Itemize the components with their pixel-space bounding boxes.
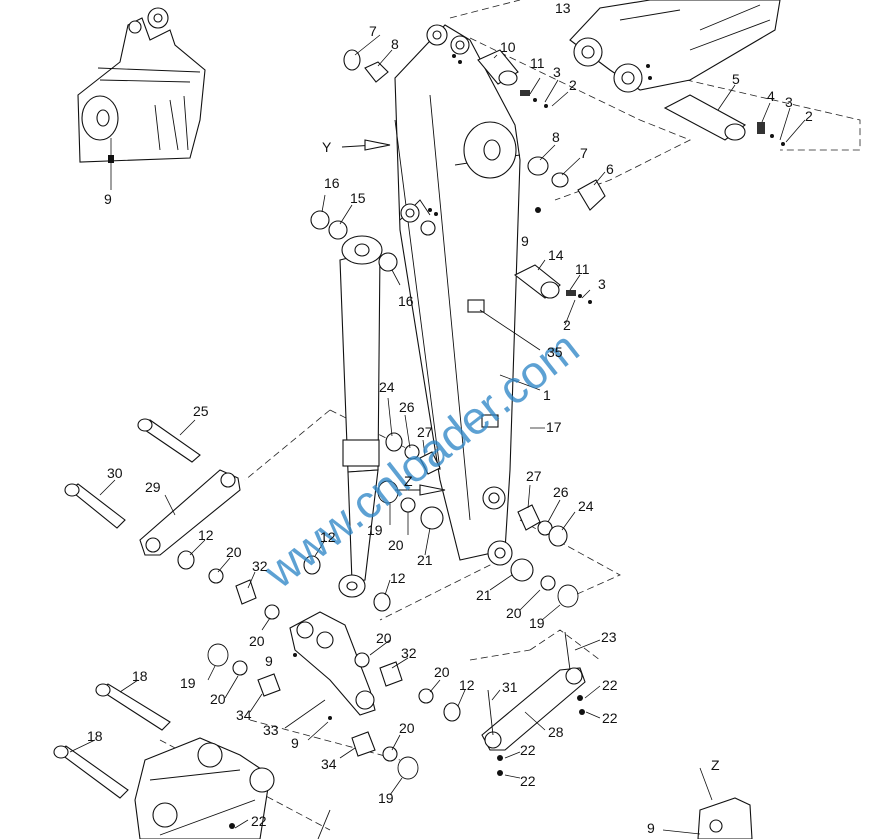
label-5: 5 <box>732 71 740 87</box>
label-14: 14 <box>548 247 564 263</box>
label-11-top: 11 <box>530 55 545 71</box>
label-9-lower: 9 <box>291 735 299 751</box>
label-32-mid: 32 <box>401 645 417 661</box>
label-12-mid: 12 <box>390 570 406 586</box>
detail-view-y <box>77 7 206 190</box>
label-9-detail: 9 <box>104 191 112 207</box>
label-2-mid: 2 <box>563 317 571 333</box>
label-20-low: 20 <box>434 664 450 680</box>
label-3-right: 3 <box>785 94 793 110</box>
label-20-mid: 20 <box>249 633 265 649</box>
label-24-left: 24 <box>379 379 395 395</box>
label-9-z: 9 <box>647 820 655 836</box>
label-35: 35 <box>547 344 563 360</box>
label-10: 10 <box>500 39 516 55</box>
label-19-left: 19 <box>367 522 383 538</box>
label-8-mid: 8 <box>552 129 560 145</box>
label-Y: Y <box>322 139 332 155</box>
label-20-33: 20 <box>376 630 392 646</box>
label-29: 29 <box>145 479 161 495</box>
label-4: 4 <box>767 88 775 104</box>
label-27-right: 27 <box>526 468 542 484</box>
label-34-top: 34 <box>236 707 252 723</box>
leader-lines <box>69 34 806 829</box>
label-20-link: 20 <box>226 544 242 560</box>
label-7-top: 7 <box>369 23 377 39</box>
label-21-right: 21 <box>476 587 492 603</box>
label-12-left: 12 <box>198 527 214 543</box>
label-27-left: 27 <box>417 424 433 440</box>
label-22-e: 22 <box>251 813 267 829</box>
label-28: 28 <box>548 724 564 740</box>
label-33: 33 <box>263 722 279 738</box>
label-20-bottom: 20 <box>399 720 415 736</box>
label-8-top: 8 <box>391 36 399 52</box>
label-Z-detail: Z <box>711 757 720 773</box>
bucket-cylinder <box>338 235 383 598</box>
label-31: 31 <box>502 679 518 695</box>
label-9-arm: 9 <box>521 233 529 249</box>
label-24-right: 24 <box>578 498 594 514</box>
label-2-right: 2 <box>805 108 813 124</box>
label-22-a: 22 <box>602 677 618 693</box>
label-9-link: 9 <box>265 653 273 669</box>
label-3-mid: 3 <box>598 276 606 292</box>
label-18-bottom: 18 <box>87 728 103 744</box>
label-6: 6 <box>606 161 614 177</box>
label-20-right: 20 <box>506 605 522 621</box>
label-19-low: 19 <box>180 675 196 691</box>
label-23: 23 <box>601 629 617 645</box>
label-12-cyl: 12 <box>320 529 336 545</box>
label-20-left: 20 <box>388 537 404 553</box>
label-34-bottom: 34 <box>321 756 337 772</box>
part-labels: 7 8 10 13 11 3 2 5 4 3 2 Y 8 7 6 9 16 15… <box>87 0 813 836</box>
label-16-cyl: 16 <box>398 293 414 309</box>
label-11-mid: 11 <box>575 261 590 277</box>
label-Z-arrow: Z <box>404 473 413 489</box>
label-30: 30 <box>107 465 123 481</box>
label-18-top: 18 <box>132 668 148 684</box>
label-7-mid: 7 <box>580 145 588 161</box>
label-19-right: 19 <box>529 615 545 631</box>
label-22-b: 22 <box>602 710 618 726</box>
label-22-d: 22 <box>520 773 536 789</box>
bucket-linkage <box>53 418 586 839</box>
label-21-left: 21 <box>417 552 433 568</box>
label-32-top: 32 <box>252 558 268 574</box>
label-25: 25 <box>193 403 209 419</box>
arm-1 <box>394 24 521 566</box>
label-17: 17 <box>546 419 562 435</box>
label-12-low: 12 <box>459 677 475 693</box>
label-1: 1 <box>543 387 551 403</box>
label-22-c: 22 <box>520 742 536 758</box>
label-26-left: 26 <box>399 399 415 415</box>
arm-hardware <box>310 49 785 608</box>
label-2-top: 2 <box>569 77 577 93</box>
label-20-34: 20 <box>210 691 226 707</box>
label-3-top: 3 <box>553 64 561 80</box>
boom-end-13 <box>569 0 781 93</box>
detail-view-z <box>662 797 753 839</box>
label-15: 15 <box>350 190 366 206</box>
label-19-bottom: 19 <box>378 790 394 806</box>
view-arrows <box>341 139 446 496</box>
label-13: 13 <box>555 0 571 16</box>
label-16-top: 16 <box>324 175 340 191</box>
label-26-right: 26 <box>553 484 569 500</box>
